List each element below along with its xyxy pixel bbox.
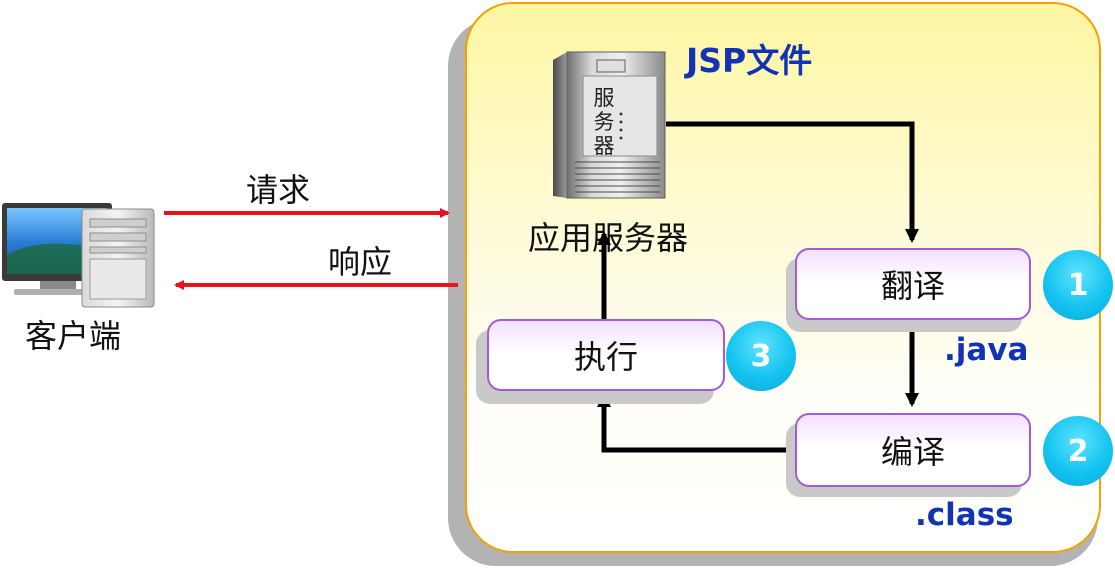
compile-step-badge: 2 (1043, 416, 1113, 486)
translate-step-box: 翻译 (795, 248, 1031, 320)
compile-step-box: 编译 (795, 413, 1031, 487)
response-label: 响应 (328, 243, 393, 281)
request-label: 请求 (246, 171, 311, 209)
java-output-label: .java (944, 332, 1029, 368)
server-icon-text: 服务器 (593, 86, 615, 158)
execute-step-box: 执行 (487, 319, 725, 391)
server-to-translate-arrow (666, 121, 919, 243)
client-computer-icon (2, 203, 155, 308)
execute-step-badge: 3 (726, 321, 796, 391)
server-icon (553, 51, 666, 199)
translate-step-badge: 1 (1043, 250, 1113, 320)
class-output-label: .class (915, 497, 1014, 533)
panel-title: JSP文件 (686, 41, 813, 80)
client-label: 客户端 (25, 317, 122, 355)
compile-to-execute-arrow (597, 393, 795, 453)
